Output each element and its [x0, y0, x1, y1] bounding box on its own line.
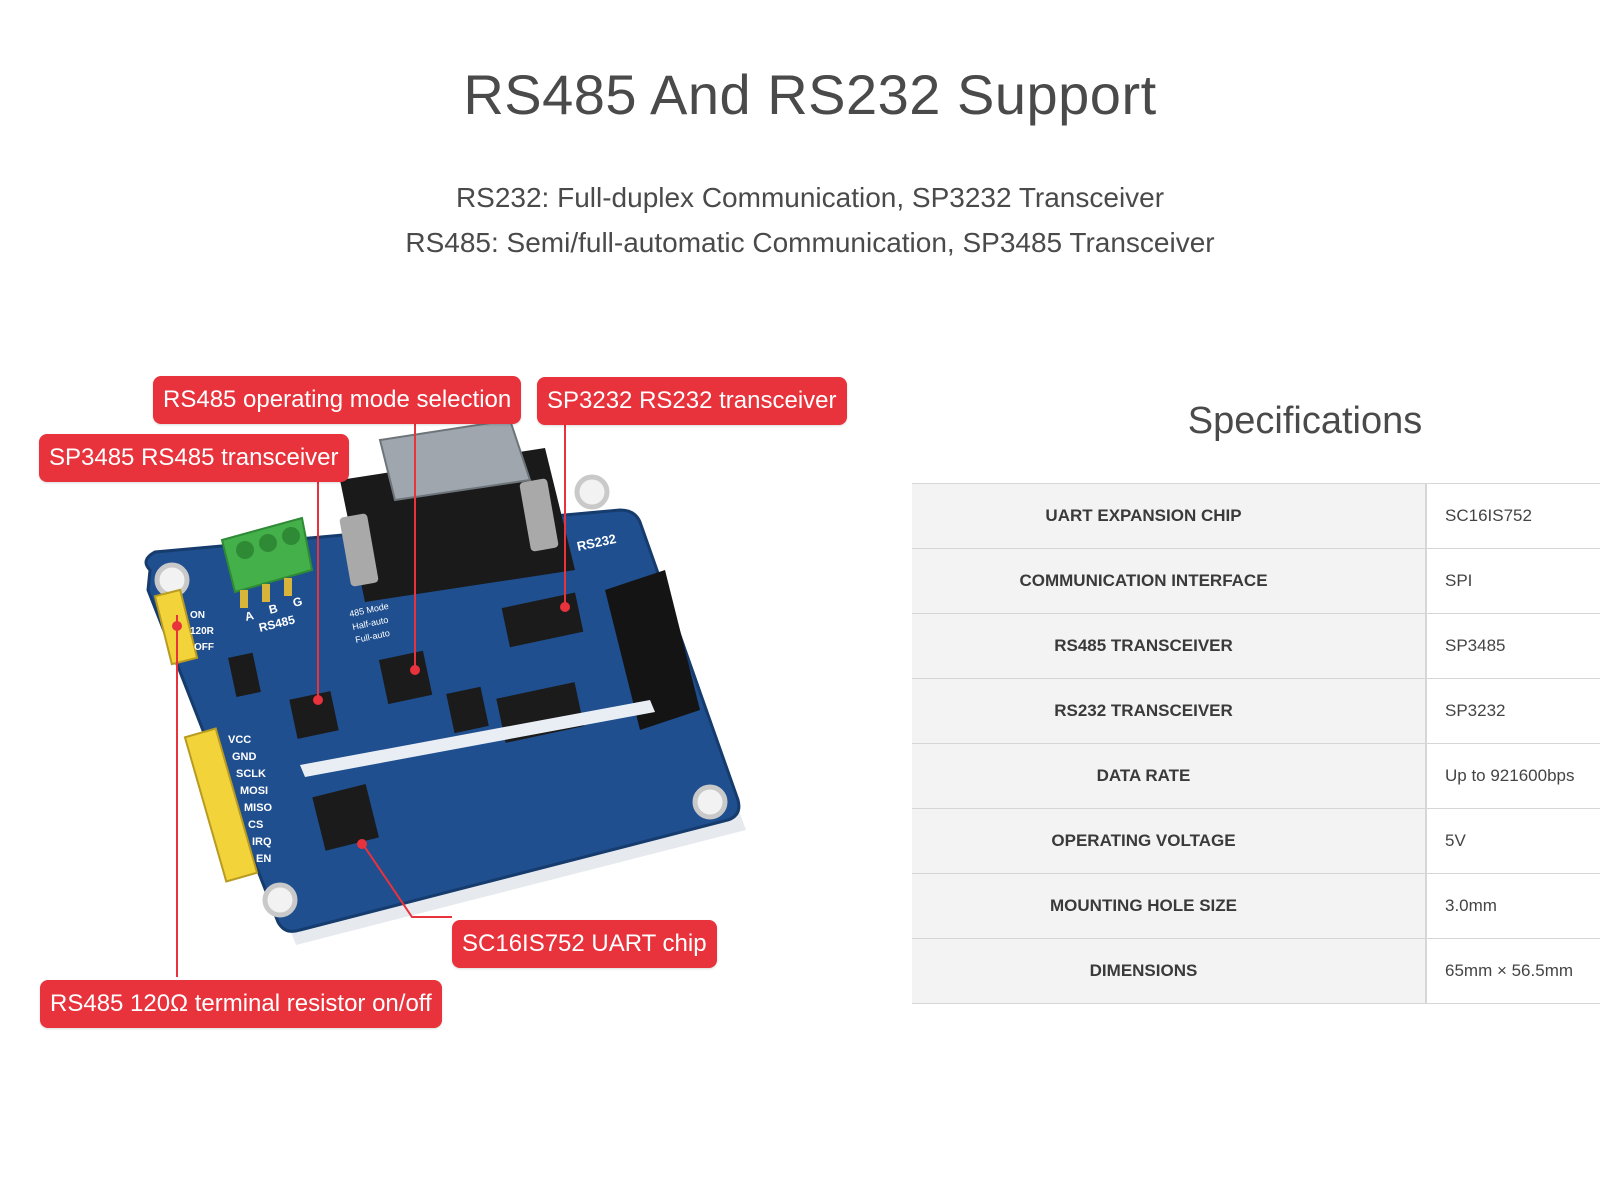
page-title: RS485 And RS232 Support [463, 63, 1157, 126]
spec-label: UART EXPANSION CHIP [912, 483, 1427, 549]
spec-label: RS232 TRANSCEIVER [912, 678, 1427, 744]
spec-label: DIMENSIONS [912, 938, 1427, 1004]
spec-label: RS485 TRANSCEIVER [912, 613, 1427, 679]
silk-a: A [243, 608, 255, 624]
spec-value: SPI [1426, 548, 1600, 614]
rs485-terminal-block [220, 516, 314, 608]
mode-switch [378, 650, 433, 705]
silk-b: B [267, 601, 279, 617]
spec-label: COMMUNICATION INTERFACE [912, 548, 1427, 614]
sp3485-chip [289, 691, 339, 739]
pin-label: CS [248, 819, 263, 831]
spec-label: DATA RATE [912, 743, 1427, 809]
db9-connector [339, 418, 575, 602]
spec-value: 3.0mm [1426, 873, 1600, 939]
mounting-hole-icon [262, 882, 298, 918]
pin-label: GND [232, 751, 257, 763]
spec-value: SP3485 [1426, 613, 1600, 679]
silk-off: OFF [194, 642, 214, 653]
spec-value: SC16IS752 [1426, 483, 1600, 549]
pin-label: VCC [228, 734, 251, 746]
callout-mode-selection: RS485 operating mode selection [153, 376, 522, 424]
pin-label: MISO [244, 802, 273, 814]
mounting-hole-icon [692, 784, 728, 820]
spec-label: MOUNTING HOLE SIZE [912, 873, 1427, 939]
specifications-title: Specifications [1187, 400, 1423, 442]
spec-value: SP3232 [1426, 678, 1600, 744]
callout-uart-chip: SC16IS752 UART chip [452, 920, 717, 968]
spi-pin-header [183, 727, 259, 883]
callout-terminal-resistor: RS485 120Ω terminal resistor on/off [40, 980, 442, 1028]
silk-g: G [291, 594, 303, 610]
callout-sp3232: SP3232 RS232 transceiver [537, 377, 847, 425]
gpio-header-right [605, 570, 700, 730]
spec-value: 65mm × 56.5mm [1426, 938, 1600, 1004]
pcb-board [144, 508, 741, 933]
spec-label: OPERATING VOLTAGE [912, 808, 1427, 874]
pin-label: IRQ [252, 836, 272, 848]
pin-label: MOSI [240, 785, 268, 797]
spec-value: 5V [1426, 808, 1600, 874]
mounting-hole-icon [154, 562, 190, 598]
rs232-description: RS232: Full-duplex Communication, SP3232… [455, 182, 1165, 213]
callout-sp3485: SP3485 RS485 transceiver [39, 434, 349, 482]
board-image: RS232 RS485 A B G ON 120R OFF 485 Mode H… [144, 418, 746, 977]
spec-value: Up to 921600bps [1426, 743, 1600, 809]
silk-120r: 120R [190, 626, 215, 637]
pin-label: SCLK [236, 768, 266, 780]
mounting-hole-icon [574, 474, 610, 510]
pin-label: EN [256, 853, 271, 865]
silk-on: ON [190, 610, 205, 621]
sc16is752-chip [312, 784, 379, 851]
product-illustration: RS232 RS485 A B G ON 120R OFF 485 Mode H… [0, 370, 900, 1050]
rs485-description: RS485: Semi/full-automatic Communication… [405, 227, 1215, 258]
